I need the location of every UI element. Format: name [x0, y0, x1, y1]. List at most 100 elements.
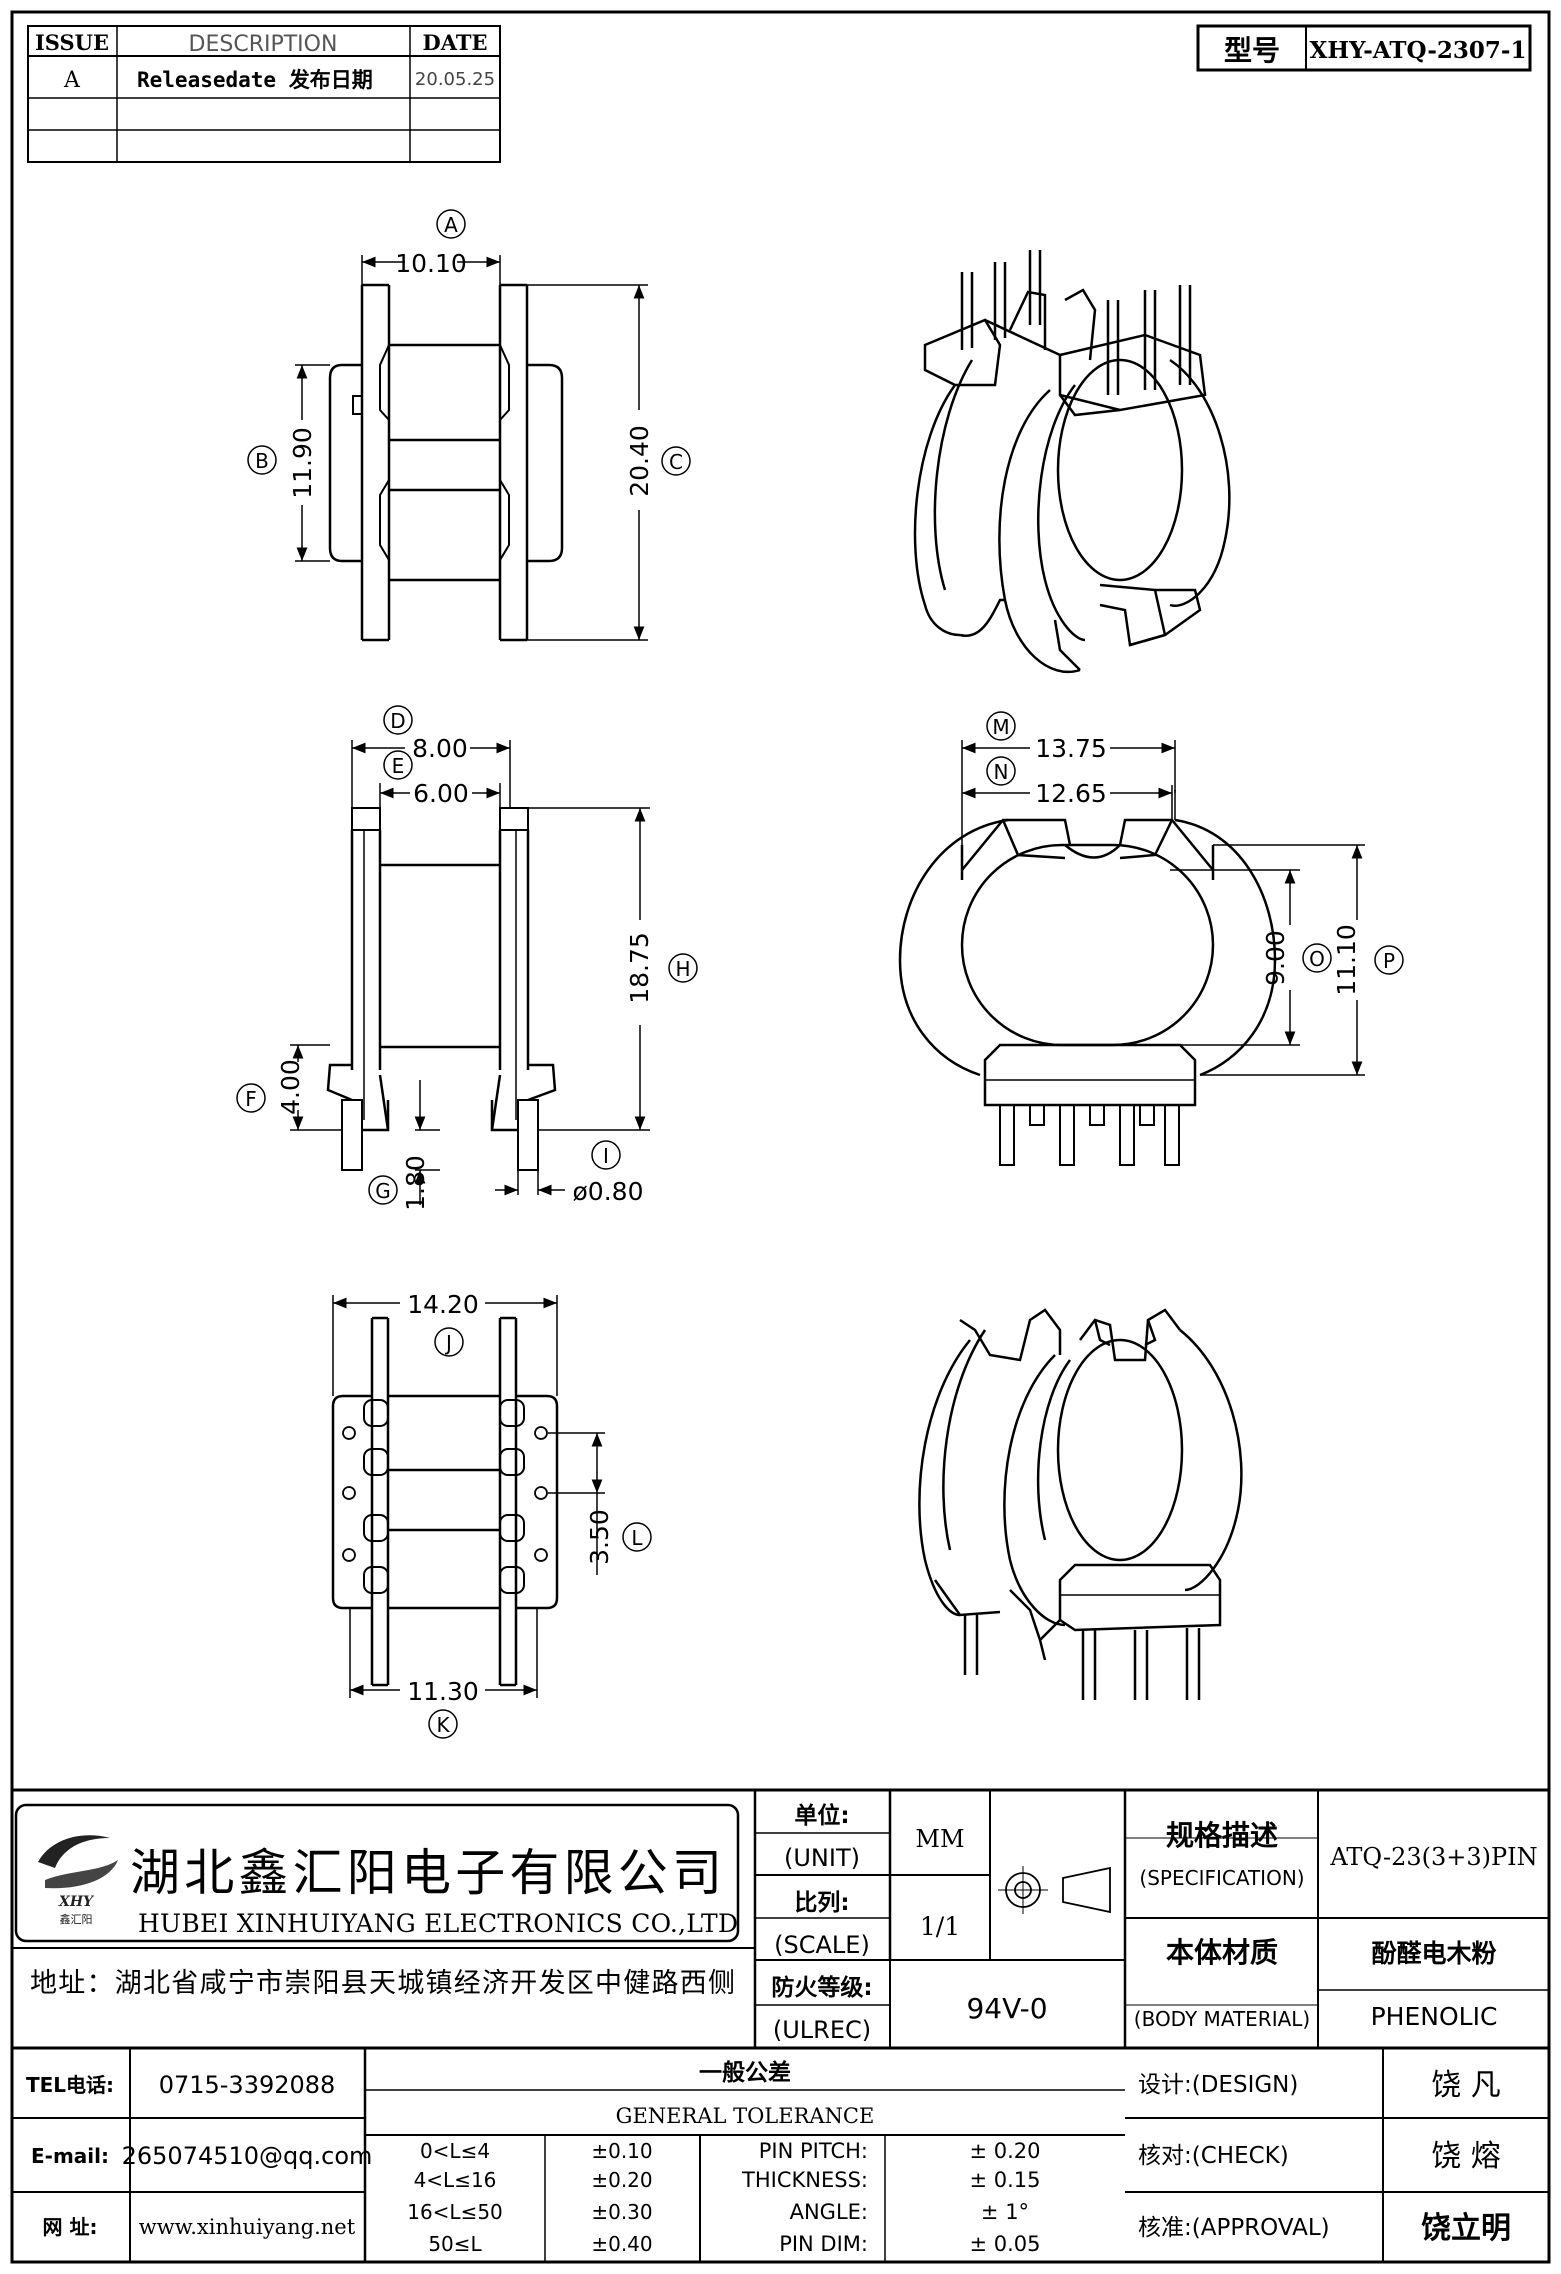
dim-N-tag: N [994, 760, 1009, 784]
unit-label-en: (UNIT) [784, 1844, 860, 1872]
model-label: 型号 [1224, 34, 1280, 67]
spec-label-en: (SPECIFICATION) [1139, 1866, 1304, 1890]
dim-O-value: 9.00 [1261, 930, 1290, 986]
dim-A-tag: A [444, 213, 458, 237]
approval-label: 设计:(DESIGN) [1138, 2072, 1298, 2098]
dim-G-value: 1.80 [401, 1155, 430, 1211]
tol-item-value: ± 0.15 [969, 2168, 1040, 2192]
side-view [326, 807, 557, 1171]
dim-D-value: 8.00 [412, 734, 468, 763]
email-value: 265074510@qq.com [122, 2142, 373, 2170]
tolerance-table: 0<L≤4 4<L≤16 16<L≤50 50≤L ±0.10 ±0.20 ±0… [407, 2139, 1040, 2256]
tol-item-value: ± 1° [981, 2200, 1029, 2224]
model-box: 型号 XHY-ATQ-2307-1 [1196, 24, 1532, 72]
dim-B-tag: B [255, 449, 269, 473]
tol-value: ±0.10 [591, 2139, 652, 2163]
dim-K-value: 11.30 [407, 1677, 479, 1706]
rev-header-issue: ISSUE [35, 30, 109, 55]
approval-label: 核准:(APPROVAL) [1138, 2215, 1330, 2241]
dim-N-value: 12.65 [1035, 779, 1107, 808]
dim-D-tag: D [390, 709, 405, 733]
dim-O-tag: O [1309, 947, 1325, 971]
dim-P-tag: P [1383, 949, 1395, 973]
bottom-view [331, 1316, 559, 1687]
front-view [328, 283, 564, 642]
unit-value: MM [915, 1825, 964, 1853]
tol-value: ±0.20 [591, 2168, 652, 2192]
tol-range: 4<L≤16 [414, 2168, 497, 2192]
material-en: PHENOLIC [1371, 2002, 1498, 2031]
dim-B-value: 11.90 [288, 427, 317, 499]
material-cn: 酚醛电木粉 [1371, 1939, 1496, 1968]
tol-item-value: ± 0.05 [969, 2232, 1040, 2256]
unit-label: 单位: [794, 1802, 849, 1829]
ul-value: 94V-0 [966, 1992, 1047, 2025]
dim-H-value: 18.75 [625, 932, 654, 1004]
side-view-dims [290, 740, 650, 1205]
bottom-view-dims [332, 1295, 605, 1698]
logo-text: XHY [58, 1894, 95, 1910]
dim-I-tag: I [603, 1144, 609, 1168]
spec-value: ATQ-23(3+3)PIN [1329, 1843, 1537, 1871]
lower-block-grid [12, 2048, 1549, 2262]
ul-label: 防火等级: [771, 1974, 872, 2001]
tol-range: 50≤L [428, 2232, 482, 2256]
material-label-en: (BODY MATERIAL) [1134, 2007, 1310, 2031]
tol-value: ±0.30 [591, 2200, 652, 2224]
front-view-dims [295, 255, 648, 641]
company-address: 地址：湖北省咸宁市崇阳县天城镇经济开发区中健路西侧 [30, 1968, 735, 1999]
dim-G-tag: G [375, 1179, 391, 1203]
dim-J-value: 14.20 [407, 1290, 479, 1319]
dim-L-value: 3.50 [585, 1509, 614, 1565]
email-label: E-mail: [31, 2144, 109, 2168]
scale-label-en: (SCALE) [774, 1931, 870, 1959]
tol-range: 0<L≤4 [420, 2139, 490, 2163]
rev-header-date: DATE [423, 30, 488, 55]
spec-label: 规格描述 [1166, 1819, 1278, 1852]
dim-M-value: 13.75 [1035, 734, 1107, 763]
company-name-en: HUBEI XINHUIYANG ELECTRONICS CO.,LTD [138, 1909, 738, 1938]
tol-item-label: ANGLE: [790, 2200, 868, 2224]
profile-view-dims [961, 740, 1365, 1076]
ul-label-en: (ULREC) [773, 2016, 871, 2044]
rev-row-date: 20.05.25 [415, 69, 495, 90]
model-value: XHY-ATQ-2307-1 [1310, 37, 1527, 64]
tolerance-title-en: GENERAL TOLERANCE [616, 2104, 875, 2128]
web-label: 网 址: [43, 2215, 98, 2239]
dim-L-tag: L [631, 1526, 643, 1550]
dim-F-tag: F [245, 1087, 257, 1111]
dim-C-tag: C [669, 450, 683, 474]
dim-J-tag: J [444, 1331, 452, 1355]
projection-symbol [998, 1866, 1111, 1914]
rev-header-description: DESCRIPTION [189, 32, 338, 57]
tolerance-title-cn: 一般公差 [699, 2059, 791, 2086]
dim-E-tag: E [392, 754, 405, 778]
company-name-cn: 湖北鑫汇阳电子有限公司 [130, 1844, 730, 1902]
iso-view-bottom [918, 1308, 1243, 1700]
dim-P-value: 11.10 [1332, 924, 1361, 996]
scale-label: 比列: [794, 1890, 849, 1916]
dim-H-tag: H [675, 957, 690, 981]
scale-value: 1/1 [920, 1912, 960, 1941]
dim-A-value: 10.10 [395, 249, 467, 278]
rev-row-issue: A [63, 68, 81, 93]
approval-label: 核对:(CHECK) [1138, 2143, 1289, 2169]
approval-name: 饶 熔 [1431, 2139, 1501, 2174]
tel-value: 0715-3392088 [159, 2071, 336, 2099]
tol-item-label: THICKNESS: [741, 2168, 868, 2192]
dim-K-tag: K [436, 1713, 450, 1737]
revision-table: ISSUE DESCRIPTION DATE A Releasedate 发布日… [27, 25, 501, 163]
tel-label: TEL电话: [26, 2073, 114, 2097]
tol-item-value: ± 0.20 [969, 2139, 1040, 2163]
rev-row-description: Releasedate 发布日期 [137, 68, 373, 92]
tol-item-label: PIN PITCH: [759, 2139, 868, 2163]
company-logo: XHY 鑫汇阳 [38, 1835, 118, 1926]
dim-F-value: 4.00 [276, 1059, 305, 1115]
profile-view [898, 818, 1277, 1166]
material-label: 本体材质 [1166, 1936, 1278, 1969]
iso-view-top [913, 250, 1231, 674]
tol-value: ±0.40 [591, 2232, 652, 2256]
approval-name: 饶立明 [1421, 2211, 1511, 2246]
dim-E-value: 6.00 [413, 779, 469, 808]
